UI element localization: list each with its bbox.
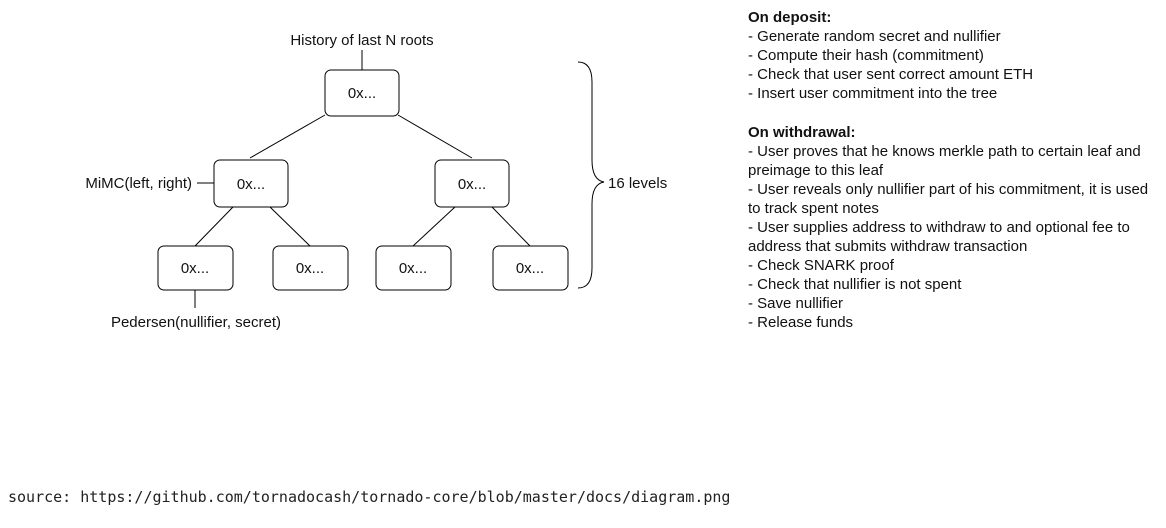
- edge-left-leaf2: [269, 206, 311, 247]
- withdrawal-step: - Release funds: [748, 314, 854, 331]
- svg-text:0x...: 0x...: [399, 260, 427, 277]
- edge-root-right: [397, 114, 473, 159]
- edge-left-leaf1: [194, 206, 234, 247]
- tree-node-level1-right: 0x...: [434, 159, 510, 208]
- deposit-step: - Generate random secret and nullifier: [748, 28, 1001, 45]
- withdrawal-step: - User supplies address to withdraw to a…: [748, 219, 1130, 255]
- svg-text:0x...: 0x...: [458, 176, 486, 193]
- svg-text:0x...: 0x...: [348, 85, 376, 102]
- mimc-label: MiMC(left, right): [85, 175, 192, 192]
- pedersen-label: Pedersen(nullifier, secret): [111, 314, 281, 331]
- root-history-label: History of last N roots: [290, 32, 433, 49]
- levels-label: 16 levels: [608, 175, 667, 192]
- tree-node-level1-left: 0x...: [213, 159, 289, 208]
- edge-root-left: [249, 114, 326, 159]
- withdrawal-heading: On withdrawal:: [748, 124, 856, 141]
- tree-node-leaf-3: 0x...: [375, 245, 452, 291]
- svg-text:0x...: 0x...: [516, 260, 544, 277]
- source-caption: source: https://github.com/tornadocash/t…: [8, 488, 731, 506]
- withdrawal-section: On withdrawal: - User proves that he kno…: [748, 123, 1158, 332]
- svg-text:0x...: 0x...: [181, 260, 209, 277]
- withdrawal-step: - User proves that he knows merkle path …: [748, 143, 1141, 179]
- withdrawal-step: - User reveals only nullifier part of hi…: [748, 181, 1149, 217]
- withdrawal-step: - Save nullifier: [748, 295, 844, 312]
- process-notes: On deposit: - Generate random secret and…: [748, 8, 1158, 332]
- withdrawal-step: - Check SNARK proof: [748, 257, 894, 274]
- withdrawal-step: - Check that nullifier is not spent: [748, 276, 962, 293]
- edge-right-leaf3: [412, 206, 456, 247]
- withdrawal-steps: - User proves that he knows merkle path …: [748, 142, 1158, 332]
- edge-right-leaf4: [491, 206, 531, 247]
- deposit-steps: - Generate random secret and nullifier -…: [748, 27, 1158, 103]
- deposit-step: - Check that user sent correct amount ET…: [748, 66, 1034, 83]
- tree-node-leaf-2: 0x...: [272, 245, 349, 291]
- deposit-section: On deposit: - Generate random secret and…: [748, 8, 1158, 103]
- tree-node-leaf-4: 0x...: [492, 245, 569, 291]
- tree-node-leaf-1: 0x...: [157, 245, 234, 291]
- deposit-step: - Compute their hash (commitment): [748, 47, 984, 64]
- merkle-tree-diagram: 0x... 0x... 0x... 0x... 0x... 0x... 0x..…: [85, 32, 667, 331]
- tree-edges: [194, 50, 531, 308]
- levels-brace: [577, 61, 605, 289]
- svg-text:0x...: 0x...: [237, 176, 265, 193]
- deposit-heading: On deposit:: [748, 9, 832, 26]
- tree-node-root: 0x...: [324, 69, 400, 117]
- svg-text:0x...: 0x...: [296, 260, 324, 277]
- deposit-step: - Insert user commitment into the tree: [748, 85, 998, 102]
